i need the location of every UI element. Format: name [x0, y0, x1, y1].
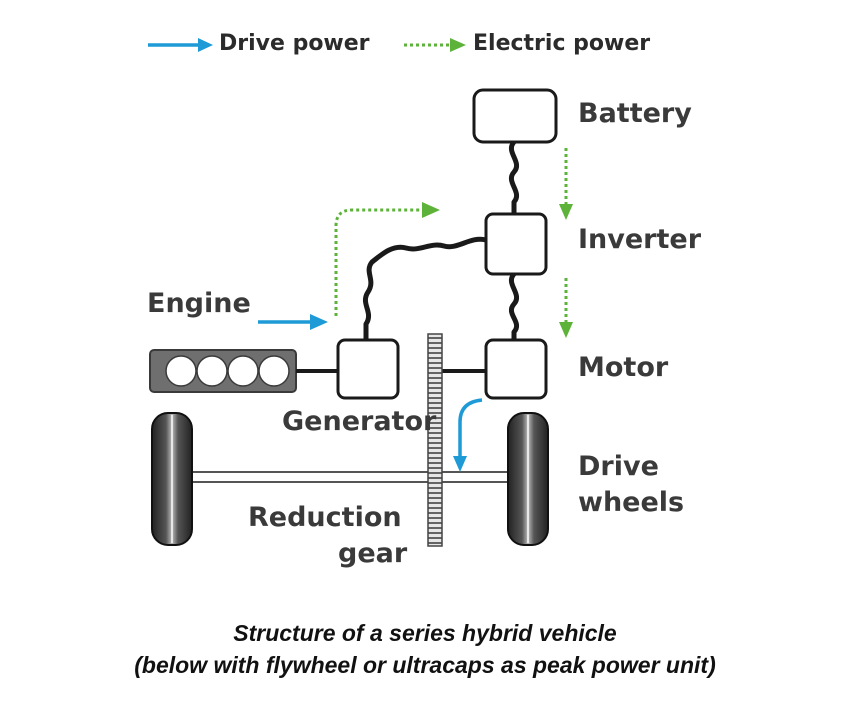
drive-wheel-right: [507, 412, 549, 546]
drive-wheels-label-line2: wheels: [578, 487, 685, 518]
generator-box: [336, 338, 400, 400]
electric-power-arrows: [334, 148, 568, 324]
reduction-gear: [427, 333, 443, 547]
drive-power-arrowheads: [310, 314, 467, 472]
inverter-box: [484, 212, 548, 276]
reduction-gear-label-line1: Reduction: [248, 502, 402, 533]
cable-battery-inverter: [508, 139, 520, 217]
cable-inverter-generator: [362, 236, 489, 343]
generator-label: Generator: [282, 406, 437, 437]
drive-wheel-left: [151, 412, 193, 546]
battery-box: [472, 88, 558, 144]
reduction-gear-label-line2: gear: [338, 538, 408, 569]
drive-wheels-label-line1: Drive: [578, 451, 659, 482]
legend: [148, 38, 466, 52]
legend-electric-power-arrowhead: [450, 38, 466, 52]
caption-line2: (below with flywheel or ultracaps as pea…: [134, 652, 716, 678]
legend-drive-power-arrowhead: [198, 38, 213, 52]
electric-generator-to-inverter: [334, 208, 424, 316]
engine-block: [149, 349, 297, 393]
drive-power-arrows: [258, 320, 483, 458]
cable-inverter-motor: [508, 271, 520, 343]
battery-label: Battery: [578, 98, 692, 129]
legend-drive-power-label: Drive power: [219, 31, 370, 56]
engine-label: Engine: [147, 288, 251, 319]
axle: [190, 471, 510, 483]
power-cables: [362, 139, 520, 343]
motor-box: [484, 338, 548, 400]
drive-motor-to-wheels: [458, 398, 483, 458]
electric-power-arrowheads: [422, 202, 573, 338]
caption-line1: Structure of a series hybrid vehicle: [233, 620, 617, 646]
motor-label: Motor: [578, 352, 669, 383]
legend-electric-power-label: Electric power: [473, 31, 651, 56]
inverter-label: Inverter: [578, 224, 702, 255]
